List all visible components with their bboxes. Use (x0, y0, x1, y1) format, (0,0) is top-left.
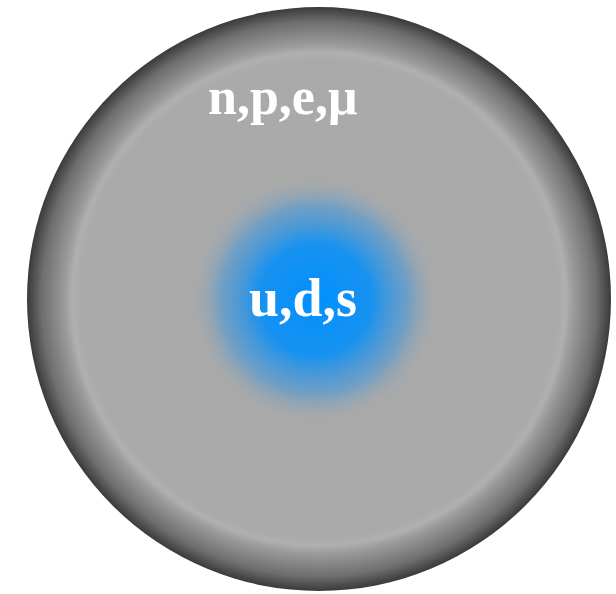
quark-label: u,d,s (249, 271, 357, 325)
particle-label: n,p,e,μ (208, 71, 357, 123)
quark-matter-core: u,d,s (190, 175, 440, 425)
neutron-star: n,p,e,μ u,d,s (27, 7, 611, 591)
